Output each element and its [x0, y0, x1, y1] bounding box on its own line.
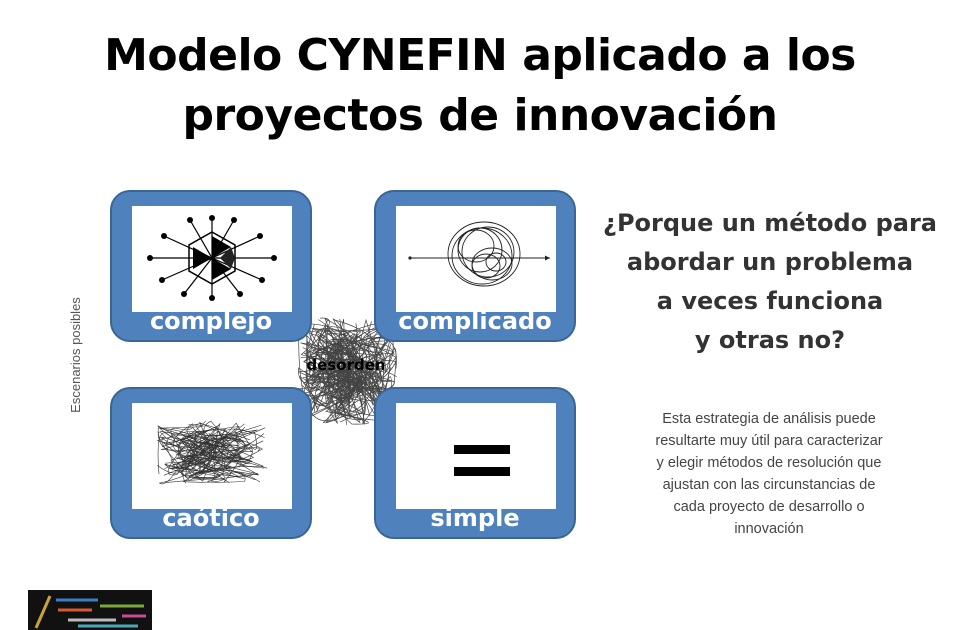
description-line-4: ajustan con las circunstancias de — [662, 477, 876, 493]
description-text: Esta estrategia de análisis puede result… — [622, 408, 916, 540]
question-line-3: a veces funciona — [656, 287, 884, 315]
quadrant-label-complejo: complejo — [149, 307, 273, 335]
question-line-4: y otras no? — [694, 326, 846, 354]
quadrant-label-complicado: complicado — [398, 307, 552, 335]
quadrant-label-simple: simple — [430, 504, 520, 532]
page-title: Modelo CYNEFIN aplicado a los proyectos … — [0, 26, 960, 146]
quadrant-caotico-image — [132, 403, 292, 509]
quadrant-simple-image — [396, 403, 556, 509]
side-label-scenarios: Escenarios posibles — [68, 297, 83, 413]
description-line-5: cada proyecto de desarrollo o — [673, 499, 865, 515]
quadrant-caotico: caótico — [110, 387, 312, 539]
disorder-scribble-icon — [297, 317, 397, 426]
description-line-1: Esta estrategia de análisis puede — [662, 411, 876, 427]
question-text: ¿Porque un método para abordar un proble… — [590, 204, 950, 360]
quadrant-complicado: complicado — [374, 190, 576, 342]
title-line-2: proyectos de innovación — [182, 90, 778, 141]
quadrant-label-caotico: caótico — [162, 504, 260, 532]
center-label-desorden: desorden — [306, 356, 386, 374]
quadrant-complejo-image — [132, 206, 292, 312]
description-line-3: y elegir métodos de resolución que — [656, 455, 882, 471]
scribble-chaos-icon — [156, 420, 268, 485]
tangled-circle-line-icon — [408, 221, 550, 287]
description-line-2: resultarte muy útil para caracterizar — [655, 433, 883, 449]
equals-sign-icon — [454, 445, 510, 476]
word-cloud-logo — [28, 590, 152, 630]
word-cloud-icon — [28, 590, 152, 630]
title-line-1: Modelo CYNEFIN aplicado a los — [104, 30, 856, 81]
quadrant-complejo: complejo — [110, 190, 312, 342]
question-line-1: ¿Porque un método para — [603, 209, 937, 237]
quadrant-simple: simple — [374, 387, 576, 539]
description-line-6: innovación — [734, 521, 804, 537]
question-line-2: abordar un problema — [626, 248, 914, 276]
network-hexagon-icon — [147, 215, 277, 301]
quadrant-complicado-image — [396, 206, 556, 312]
